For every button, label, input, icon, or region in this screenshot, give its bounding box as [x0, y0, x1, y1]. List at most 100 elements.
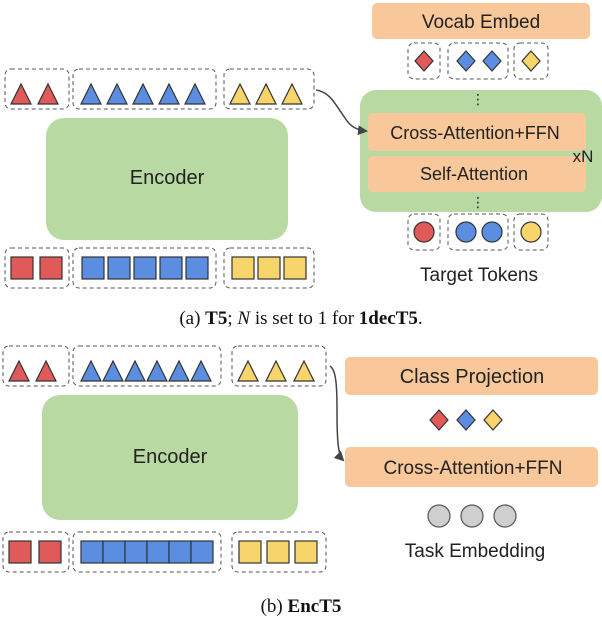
cross-attention-label-a: Cross-Attention+FFN: [390, 123, 560, 143]
blue-square-token: [107, 256, 131, 280]
output-diamonds-a: [407, 42, 549, 80]
red-square-token: [39, 256, 63, 280]
output-diamonds-b: [429, 409, 503, 431]
blue-square-token: [81, 256, 105, 280]
yellow-square-token: [294, 540, 318, 564]
yellow-triangle-token: [293, 359, 315, 382]
arrow-to-cross-attention-a: [315, 89, 368, 136]
token-group-box: [447, 42, 509, 80]
input-triangles-b: [2, 345, 327, 387]
token-group-box: [223, 68, 315, 110]
caption-a-model2: 1decT5: [358, 308, 418, 329]
red-diamond-token: [429, 409, 449, 431]
ellipsis-bottom: ⋮: [471, 194, 485, 210]
blue-square-token: [185, 256, 209, 280]
red-diamond-token: [414, 50, 434, 72]
red-circle-token: [413, 221, 435, 243]
yellow-diamond-token: [521, 50, 541, 72]
blue-triangle-token: [184, 82, 206, 105]
red-square-token: [8, 540, 32, 564]
red-triangle-token: [8, 359, 30, 382]
blue-square-token: [124, 540, 148, 564]
yellow-square-token: [257, 256, 281, 280]
yellow-triangle-token: [281, 82, 303, 105]
vocab-embed-box: [372, 3, 590, 39]
blue-triangle-token: [106, 82, 128, 105]
caption-a-prefix: (a): [179, 308, 206, 329]
caption-a-middle: is set to 1 for: [250, 308, 359, 329]
ellipsis-top: ⋮: [471, 91, 485, 107]
encoder-block-b: [42, 395, 298, 520]
gray-circle-token: [427, 504, 451, 528]
yellow-triangle-token: [265, 359, 287, 382]
token-group-box: [72, 247, 217, 289]
blue-triangle-token: [102, 359, 124, 382]
self-attention-label: Self-Attention: [420, 164, 528, 184]
token-group-box: [407, 42, 441, 80]
class-projection-box: [345, 357, 598, 395]
red-triangle-token: [35, 359, 57, 382]
blue-square-token: [168, 540, 192, 564]
target-circles: [407, 213, 549, 251]
gray-circle-token: [493, 504, 517, 528]
caption-a-sep: ;: [227, 308, 238, 329]
yellow-square-token: [231, 256, 255, 280]
blue-square-token: [133, 256, 157, 280]
red-triangle-token: [10, 82, 32, 105]
caption-a-end: .: [417, 308, 423, 329]
yellow-circle-token: [520, 221, 542, 243]
blue-circle-token: [455, 221, 477, 243]
red-square-token: [38, 540, 62, 564]
blue-diamond-token: [456, 409, 476, 431]
blue-triangle-token: [80, 359, 102, 382]
yellow-square-token: [266, 540, 290, 564]
input-squares-a: [4, 247, 315, 289]
token-group-box: [2, 345, 70, 387]
caption-b-prefix: (b): [260, 596, 288, 617]
caption-b: (b) EncT5: [0, 596, 602, 618]
input-squares-b: [2, 531, 327, 573]
blue-square-token: [80, 540, 104, 564]
arrow-to-cross-attention-b: [329, 365, 345, 462]
gray-circle-token: [460, 504, 484, 528]
caption-b-model: EncT5: [287, 596, 342, 617]
yellow-square-token: [238, 540, 262, 564]
token-group-box: [2, 531, 70, 573]
yellow-triangle-token: [237, 359, 259, 382]
yellow-triangle-token: [229, 82, 251, 105]
cross-attention-box-b: [345, 447, 598, 487]
caption-a-var: N: [237, 308, 251, 329]
panel-a: Encoder Vocab Embed: [4, 3, 602, 289]
blue-diamond-token: [456, 50, 476, 72]
cross-attention-box-a: [368, 113, 586, 151]
blue-triangle-token: [80, 82, 102, 105]
blue-diamond-token: [482, 50, 502, 72]
blue-square-token: [146, 540, 170, 564]
blue-circle-token: [481, 221, 503, 243]
token-group-box: [447, 213, 509, 251]
blue-square-token: [159, 256, 183, 280]
token-group-box: [513, 213, 549, 251]
encoder-label-a: Encoder: [130, 167, 205, 189]
token-group-box: [231, 345, 327, 387]
yellow-triangle-token: [255, 82, 277, 105]
vocab-embed-label: Vocab Embed: [422, 12, 540, 33]
caption-a: (a) T5; N is set to 1 for 1decT5.: [0, 308, 602, 330]
token-group-box: [407, 213, 441, 251]
task-embedding-label: Task Embedding: [405, 541, 545, 562]
self-attention-box: [368, 156, 586, 192]
token-group-box: [231, 531, 327, 573]
token-group-box: [513, 42, 549, 80]
blue-triangle-token: [146, 359, 168, 382]
class-projection-label: Class Projection: [400, 366, 545, 388]
input-triangles-a: [4, 68, 315, 110]
caption-a-model: T5: [205, 308, 228, 329]
blue-triangle-token: [168, 359, 190, 382]
blue-triangle-token: [124, 359, 146, 382]
task-embedding-tokens: [427, 504, 517, 528]
yellow-diamond-token: [483, 409, 503, 431]
token-group-box: [223, 247, 315, 289]
encoder-block-a: [46, 118, 288, 240]
token-group-box: [72, 68, 217, 110]
